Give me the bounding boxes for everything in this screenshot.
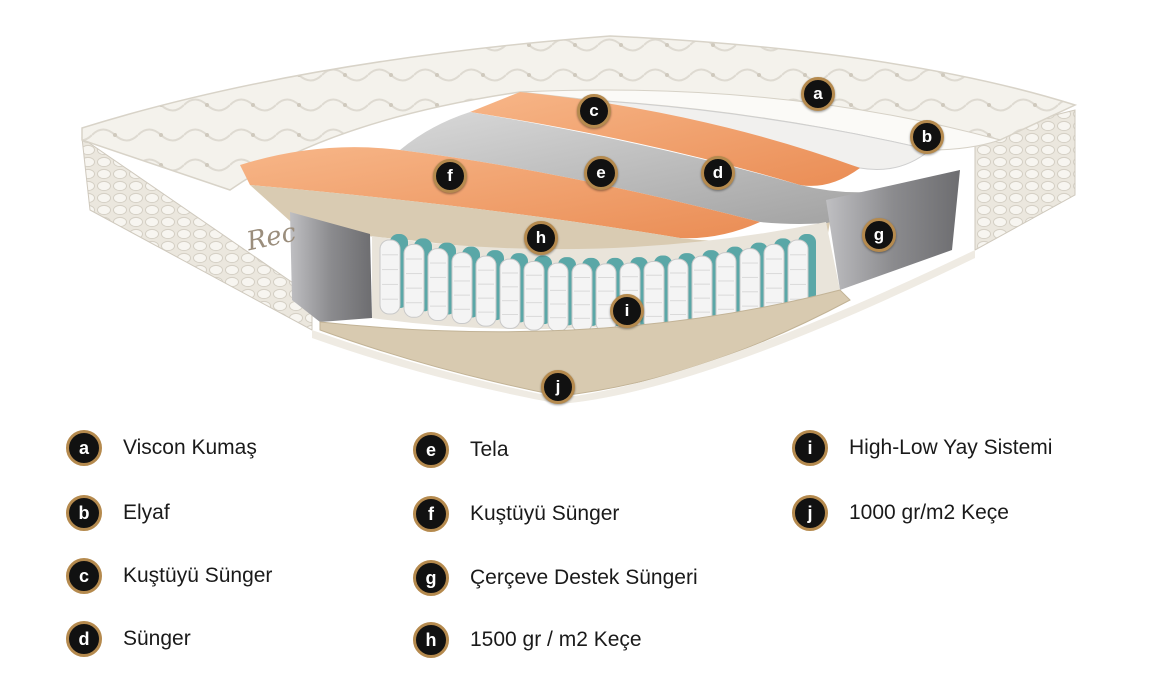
- legend-badge: j: [792, 495, 828, 531]
- marker-c: c: [577, 94, 611, 128]
- legend-badge: a: [66, 430, 102, 466]
- pocket-spring: [499, 258, 521, 329]
- pocket-spring-system: [379, 234, 816, 333]
- pocket-spring: [667, 258, 689, 329]
- pocket-spring: [691, 255, 713, 327]
- pocket-spring: [571, 263, 593, 333]
- marker-e: e: [584, 156, 618, 190]
- marker-b: b: [910, 120, 944, 154]
- marker-h: h: [524, 221, 558, 255]
- pocket-spring: [379, 239, 401, 315]
- legend-label: Kuştüyü Sünger: [123, 564, 273, 587]
- legend-item: c Kuştüyü Sünger: [66, 556, 272, 596]
- marker-a: a: [801, 77, 835, 111]
- legend-label: 1000 gr/m2 Keçe: [849, 501, 1009, 524]
- legend-item: f Kuştüyü Sünger: [413, 494, 619, 534]
- mattress-drawing: Rec: [81, 35, 1078, 404]
- pocket-spring: [643, 260, 665, 331]
- legend-item: g Çerçeve Destek Süngeri: [413, 558, 698, 598]
- quilted-top: [81, 35, 1078, 191]
- felt-layer-bottom: [319, 289, 851, 397]
- legend-badge: g: [413, 560, 449, 596]
- legend-label: Kuştüyü Sünger: [470, 502, 620, 525]
- legend-item: h 1500 gr / m2 Keçe: [413, 620, 642, 660]
- legend-badge: e: [413, 432, 449, 468]
- pocket-spring: [403, 243, 425, 318]
- legend-item: b Elyaf: [66, 493, 170, 533]
- legend-item: e Tela: [413, 430, 509, 470]
- legend-badge: c: [66, 558, 102, 594]
- pocket-spring: [451, 252, 473, 324]
- legend-label: Çerçeve Destek Süngeri: [470, 566, 698, 589]
- legend-item: i High-Low Yay Sistemi: [792, 428, 1052, 468]
- pocket-spring: [475, 255, 497, 327]
- pocket-spring: [427, 248, 449, 322]
- upper-feather-foam: [470, 92, 860, 186]
- legend-badge: h: [413, 622, 449, 658]
- legend-item: a Viscon Kumaş: [66, 428, 257, 468]
- legend-badge: i: [792, 430, 828, 466]
- legend-label: High-Low Yay Sistemi: [849, 436, 1053, 459]
- legend-badge: b: [66, 495, 102, 531]
- mattress-cutaway-illustration: Rec a b c d e f g h i j: [81, 35, 1078, 404]
- legend-badge: f: [413, 496, 449, 532]
- legend-item: d Sünger: [66, 619, 191, 659]
- legend-badge: d: [66, 621, 102, 657]
- grey-foam-layer: [400, 112, 960, 224]
- marker-f: f: [433, 159, 467, 193]
- lower-feather-foam: [240, 147, 760, 239]
- marker-g: g: [862, 218, 896, 252]
- marker-j: j: [541, 370, 575, 404]
- legend-label: Sünger: [123, 627, 191, 650]
- legend-item: j 1000 gr/m2 Keçe: [792, 493, 1009, 533]
- marker-d: d: [701, 156, 735, 190]
- legend-label: 1500 gr / m2 Keçe: [470, 628, 642, 651]
- marker-i: i: [610, 294, 644, 328]
- legend-label: Elyaf: [123, 501, 170, 524]
- pocket-spring: [547, 262, 569, 332]
- legend-label: Viscon Kumaş: [123, 436, 257, 459]
- legend-label: Tela: [470, 438, 509, 461]
- pocket-spring: [523, 260, 545, 331]
- brand-logo: Rec: [243, 218, 299, 258]
- frame-foam-left: [290, 212, 372, 322]
